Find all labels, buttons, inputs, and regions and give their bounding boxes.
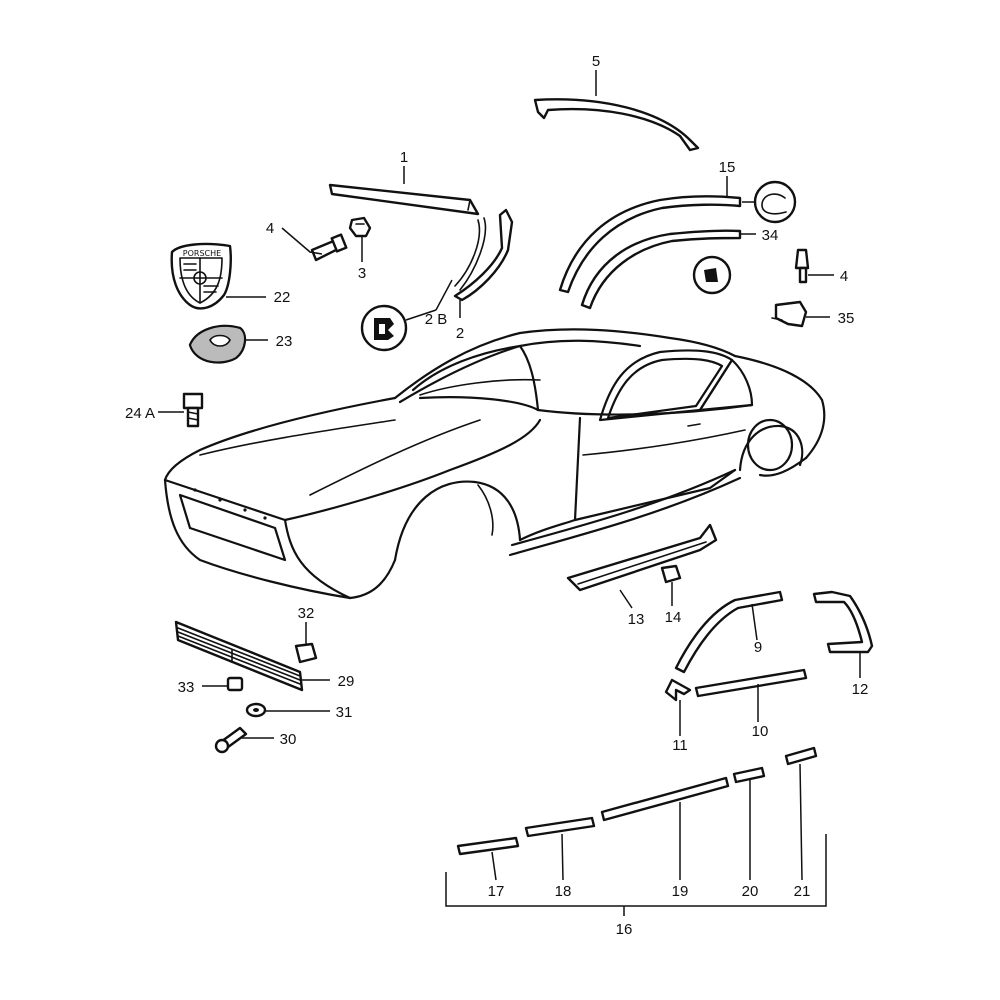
- callout-14: 14: [665, 609, 682, 626]
- part-3-clip: [348, 216, 372, 238]
- callout-4-right: 4: [840, 268, 848, 285]
- part-19-molding: [600, 776, 730, 822]
- part-20-molding: [732, 766, 766, 784]
- callout-12: 12: [852, 681, 869, 698]
- part-24A-stud: [182, 392, 204, 428]
- callout-5: 5: [592, 53, 600, 70]
- part-31-washer: [245, 702, 267, 718]
- callout-22: 22: [274, 289, 291, 306]
- callout-32: 32: [298, 605, 315, 622]
- callout-13: 13: [628, 611, 645, 628]
- callout-17: 17: [488, 883, 505, 900]
- callout-30: 30: [280, 731, 297, 748]
- callout-33: 33: [178, 679, 195, 696]
- part-22-crest-emblem: PORSCHE: [170, 242, 232, 310]
- callout-29: 29: [338, 673, 355, 690]
- part-32-nut: [294, 642, 318, 664]
- callout-2: 2: [456, 325, 464, 342]
- part-17-molding: [456, 836, 520, 856]
- callout-4-left: 4: [266, 220, 274, 237]
- part-11-corner: [664, 678, 692, 702]
- callout-3: 3: [358, 265, 366, 282]
- part-14-clip: [660, 564, 682, 584]
- part-1-roof-trim: [328, 183, 480, 216]
- part-35-clip: [771, 300, 808, 328]
- part-29-grille: [174, 620, 304, 692]
- car-body: [163, 328, 826, 600]
- part-12-trim: [812, 590, 874, 654]
- part-33-spacer: [226, 676, 244, 692]
- callout-1: 1: [400, 149, 408, 166]
- part-9-trim: [674, 590, 784, 674]
- callout-16: 16: [616, 921, 633, 938]
- callout-labels: 1 2 2 B 3 4 4 5 9 10 11 12 13 14 15 16 1…: [125, 53, 868, 938]
- part-23-gasket: [188, 324, 247, 364]
- leader-lines: [158, 70, 861, 916]
- part-18-molding: [524, 816, 596, 838]
- part-5-roof-rail: [533, 98, 700, 152]
- part-2-pillar-trim: [453, 208, 514, 302]
- callout-10: 10: [752, 723, 769, 740]
- part-4-screw-left: [310, 233, 348, 262]
- part-21-molding: [784, 746, 818, 766]
- detail-circle-15: [753, 180, 797, 224]
- callout-23: 23: [276, 333, 293, 350]
- detail-circle-34: [692, 255, 732, 295]
- part-13-sill-plate: [566, 523, 718, 592]
- callout-35: 35: [838, 310, 855, 327]
- callout-24A: 24 A: [125, 405, 155, 422]
- part-30-screw: [214, 726, 248, 754]
- part-10-trim: [694, 668, 808, 698]
- callout-20: 20: [742, 883, 759, 900]
- part-15-seal: [558, 195, 742, 294]
- callout-19: 19: [672, 883, 689, 900]
- crest-text: PORSCHE: [183, 249, 221, 258]
- callout-11: 11: [672, 737, 688, 754]
- callout-18: 18: [555, 883, 572, 900]
- callout-2B: 2 B: [425, 311, 448, 328]
- callout-9: 9: [754, 639, 762, 656]
- detail-circle-2B: [360, 304, 408, 352]
- part-4-screw-right: [794, 248, 810, 284]
- callout-15: 15: [719, 159, 736, 176]
- callout-34: 34: [762, 227, 779, 244]
- callout-31: 31: [336, 704, 353, 721]
- callout-21: 21: [794, 883, 811, 900]
